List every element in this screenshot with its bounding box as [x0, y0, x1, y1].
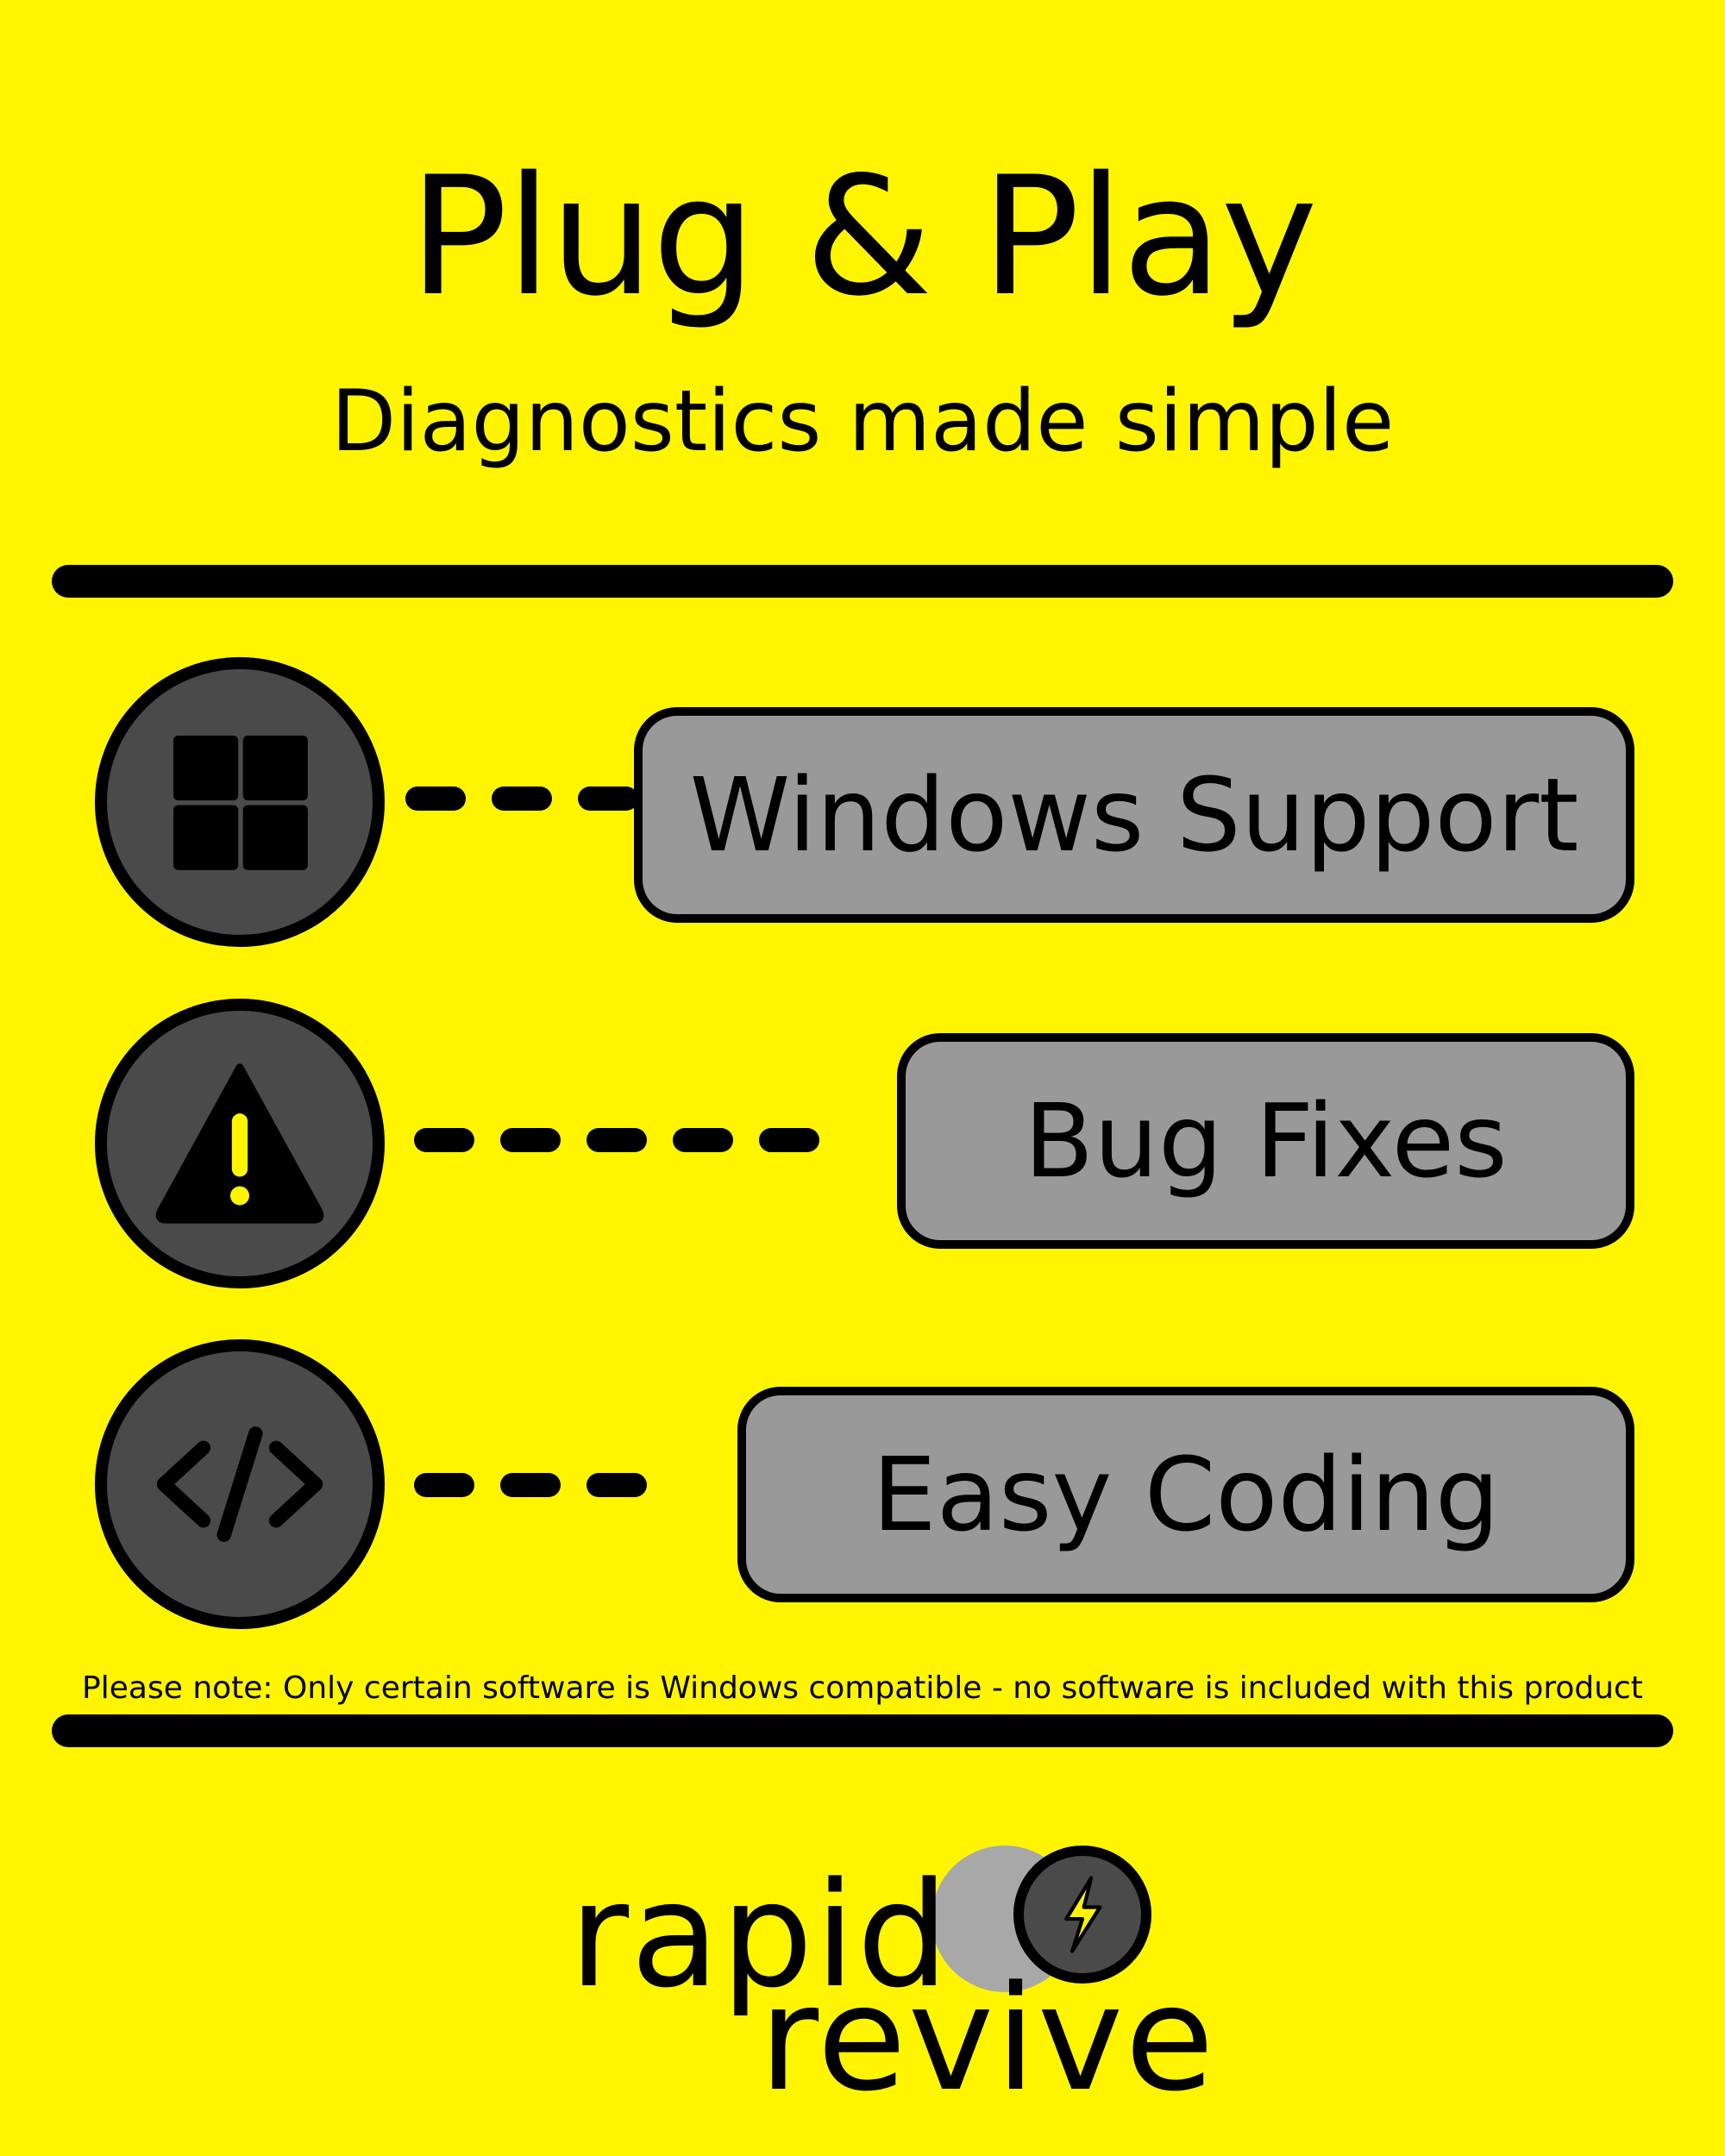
windows-logo-icon [95, 657, 385, 947]
feature-bug-fixes: Bug Fixes [897, 1033, 1634, 1249]
feature-label: Bug Fixes [1024, 1081, 1508, 1200]
page-title: Plug & Play [409, 141, 1318, 332]
connector-dashes-3 [414, 1473, 647, 1497]
bottom-divider [52, 1714, 1673, 1747]
connector-dashes-2 [414, 1128, 819, 1152]
logo-word-rapid: rapid [569, 1851, 950, 2020]
brand-logo: rapid revive [552, 1828, 1214, 2111]
feature-label: Easy Coding [872, 1435, 1500, 1554]
code-brackets-icon [95, 1339, 385, 1629]
warning-triangle-icon [95, 999, 385, 1288]
feature-easy-coding: Easy Coding [737, 1387, 1634, 1602]
top-divider [52, 565, 1673, 598]
feature-label: Windows Support [689, 755, 1579, 874]
logo-word-revive: revive [759, 1954, 1216, 2123]
disclaimer-note: Please note: Only certain software is Wi… [82, 1670, 1643, 1706]
feature-windows-support: Windows Support [634, 707, 1634, 923]
connector-dashes-1 [405, 787, 638, 811]
page-subtitle: Diagnostics made simple [330, 373, 1395, 471]
